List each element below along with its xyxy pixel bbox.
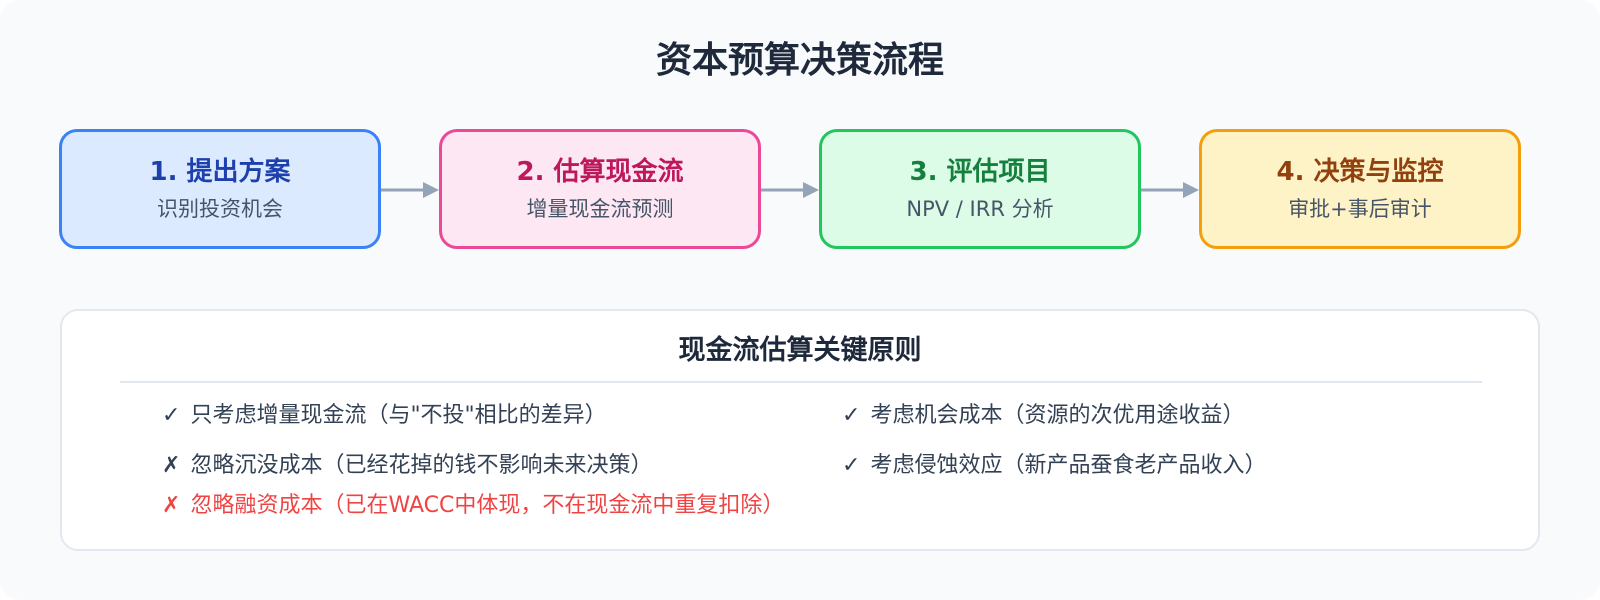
principle-text: 考虑侵蚀效应（新产品蚕食老产品收入） bbox=[870, 453, 1267, 478]
principle-text: 忽略沉没成本（已经花掉的钱不影响未来决策） bbox=[190, 453, 653, 478]
principles-title: 现金流估算关键原则 bbox=[678, 335, 922, 366]
arrow-right-icon bbox=[1141, 182, 1199, 198]
check-icon: ✓ bbox=[842, 453, 861, 478]
cross-icon: ✗ bbox=[162, 493, 181, 518]
divider bbox=[120, 381, 1482, 383]
principle-text: 只考虑增量现金流（与"不投"相比的差异） bbox=[190, 403, 607, 428]
step-subtitle: 增量现金流预测 bbox=[526, 197, 674, 221]
principle-item: ✗ 忽略沉没成本（已经花掉的钱不影响未来决策） bbox=[162, 450, 652, 482]
step-estimate-cashflow: 2. 估算现金流 增量现金流预测 bbox=[439, 129, 761, 249]
step-subtitle: NPV / IRR 分析 bbox=[906, 197, 1054, 221]
diagram-title: 资本预算决策流程 bbox=[655, 40, 944, 81]
step-evaluate: 3. 评估项目 NPV / IRR 分析 bbox=[819, 129, 1141, 249]
step-title: 4. 决策与监控 bbox=[1276, 157, 1444, 187]
principle-text: 考虑机会成本（资源的次优用途收益） bbox=[870, 403, 1245, 428]
step-subtitle: 审批+事后审计 bbox=[1288, 197, 1432, 221]
principle-item: ✓ 只考虑增量现金流（与"不投"相比的差异） bbox=[162, 400, 607, 432]
step-decide-monitor: 4. 决策与监控 审批+事后审计 bbox=[1199, 129, 1521, 249]
principle-item: ✓ 考虑侵蚀效应（新产品蚕食老产品收入） bbox=[842, 450, 1266, 482]
arrow-right-icon bbox=[381, 182, 439, 198]
principle-text: 忽略融资成本（已在WACC中体现，不在现金流中重复扣除） bbox=[190, 493, 785, 518]
step-propose: 1. 提出方案 识别投资机会 bbox=[59, 129, 381, 249]
cross-icon: ✗ bbox=[162, 453, 181, 478]
principles-panel: 现金流估算关键原则 ✓ 只考虑增量现金流（与"不投"相比的差异） ✓ 考虑机会成本（… bbox=[60, 309, 1540, 551]
step-title: 2. 估算现金流 bbox=[516, 157, 684, 187]
step-title: 1. 提出方案 bbox=[149, 157, 291, 187]
principle-item-warning: ✗ 忽略融资成本（已在WACC中体现，不在现金流中重复扣除） bbox=[162, 490, 784, 522]
step-title: 3. 评估项目 bbox=[909, 157, 1051, 187]
arrow-right-icon bbox=[761, 182, 819, 198]
principle-item: ✓ 考虑机会成本（资源的次优用途收益） bbox=[842, 400, 1244, 432]
check-icon: ✓ bbox=[162, 403, 181, 428]
step-subtitle: 识别投资机会 bbox=[157, 197, 283, 221]
check-icon: ✓ bbox=[842, 403, 861, 428]
